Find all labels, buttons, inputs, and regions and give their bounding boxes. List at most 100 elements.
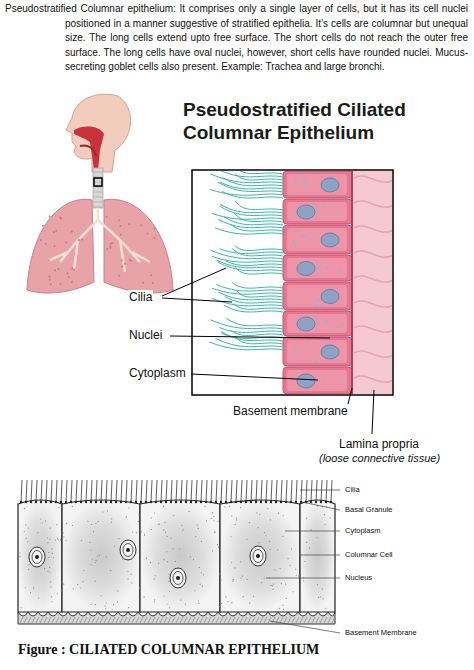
hatch-line <box>324 617 327 623</box>
stipple-dot <box>240 507 241 508</box>
hatch-line <box>44 617 47 623</box>
stipple-dot <box>139 588 140 589</box>
nucleolus <box>35 555 39 559</box>
stipple-dot <box>49 567 50 568</box>
stipple-dot <box>44 568 45 569</box>
hatch-line <box>332 617 335 623</box>
cytoplasm-granule <box>293 347 296 350</box>
cilium <box>219 328 283 333</box>
hatch-line <box>228 617 231 623</box>
cell-cytoplasm <box>287 202 347 221</box>
hatch-line <box>256 617 259 623</box>
cytoplasm-granule <box>305 183 308 186</box>
cell-nucleus <box>321 345 339 359</box>
stipple-dot <box>295 569 296 570</box>
basal-granule <box>215 501 217 503</box>
basal-granule <box>255 501 257 503</box>
cilium <box>141 480 142 502</box>
stipple-dot <box>199 567 200 568</box>
stipple-dot <box>128 507 129 508</box>
hatch-line <box>64 617 67 623</box>
stipple-dot <box>92 558 93 559</box>
stipple-dot <box>93 531 94 532</box>
stipple-dot <box>198 603 199 604</box>
stipple-dot <box>267 508 268 509</box>
alveoli-dot <box>71 281 73 283</box>
stipple-dot <box>151 529 152 530</box>
cilium <box>161 480 162 502</box>
stipple-dot <box>90 564 91 565</box>
hatch-line <box>28 617 31 623</box>
stipple-dot <box>166 603 167 604</box>
basal-granule <box>160 501 162 503</box>
basal-granule <box>20 501 22 503</box>
cilium <box>230 224 283 231</box>
basal-granule <box>175 501 177 503</box>
hatch-line <box>124 617 127 623</box>
basal-granule <box>145 501 147 503</box>
stipple-dot <box>287 558 288 559</box>
stipple-dot <box>167 561 168 562</box>
alveoli-dot <box>120 234 122 236</box>
hatch-line <box>224 617 227 623</box>
cilium <box>215 338 283 347</box>
cilium <box>186 480 187 502</box>
stipple-dot <box>66 523 67 524</box>
stipple-dot <box>90 550 91 551</box>
stipple-dot <box>249 522 250 523</box>
cilium <box>226 261 283 266</box>
cilium <box>301 480 302 502</box>
cytoplasm-granule <box>292 240 295 243</box>
hatch-line <box>212 617 215 623</box>
cilium <box>251 480 252 502</box>
stipple-dot <box>264 577 265 578</box>
cilium <box>266 480 267 502</box>
stipple-dot <box>131 582 132 583</box>
hatch-line <box>308 617 311 623</box>
cilium <box>235 201 283 210</box>
alveoli-dot <box>49 279 51 281</box>
cilium <box>31 480 32 502</box>
part-label: Basement membrane <box>232 404 349 418</box>
cilium <box>236 268 283 274</box>
cilium <box>212 288 283 294</box>
stipple-dot <box>214 532 215 533</box>
cilium <box>261 480 262 502</box>
alveoli-dot <box>54 270 56 272</box>
stipple-dot <box>95 523 96 524</box>
stipple-dot <box>172 548 173 549</box>
epithelial-cell <box>283 255 352 281</box>
stipple-dot <box>220 579 221 580</box>
cytoplasm-granule <box>300 234 303 237</box>
stipple-dot <box>279 568 280 569</box>
epithelial-cell <box>283 337 352 366</box>
cell-cytoplasm <box>287 285 347 307</box>
basal-granule <box>320 501 322 503</box>
cytoplasm-granule <box>315 361 318 364</box>
leader-lines <box>162 268 374 434</box>
cell-nucleus <box>297 205 315 219</box>
alveoli-dot <box>106 216 108 218</box>
cilium <box>86 480 87 502</box>
stipple-dot <box>246 579 247 580</box>
stipple-dot <box>47 537 48 538</box>
cilium <box>237 291 283 297</box>
head-silhouette <box>66 94 131 172</box>
stipple-dot <box>282 605 283 606</box>
cilium <box>306 480 307 502</box>
stipple-dot <box>89 542 90 543</box>
stipple-dot <box>107 510 108 511</box>
basal-granule <box>315 501 317 503</box>
stipple-dot <box>179 548 180 549</box>
cilium <box>116 480 117 502</box>
stipple-dot <box>277 549 278 550</box>
cilium <box>201 480 202 502</box>
stipple-dot <box>136 532 137 533</box>
hatch-line <box>120 617 123 623</box>
cytoplasm-granule <box>312 204 315 207</box>
stipple-dot <box>231 602 232 603</box>
basal-granule <box>270 501 272 503</box>
stipple-dot <box>82 581 83 582</box>
columnar-cell <box>140 500 220 612</box>
stipple-dot <box>24 508 25 509</box>
